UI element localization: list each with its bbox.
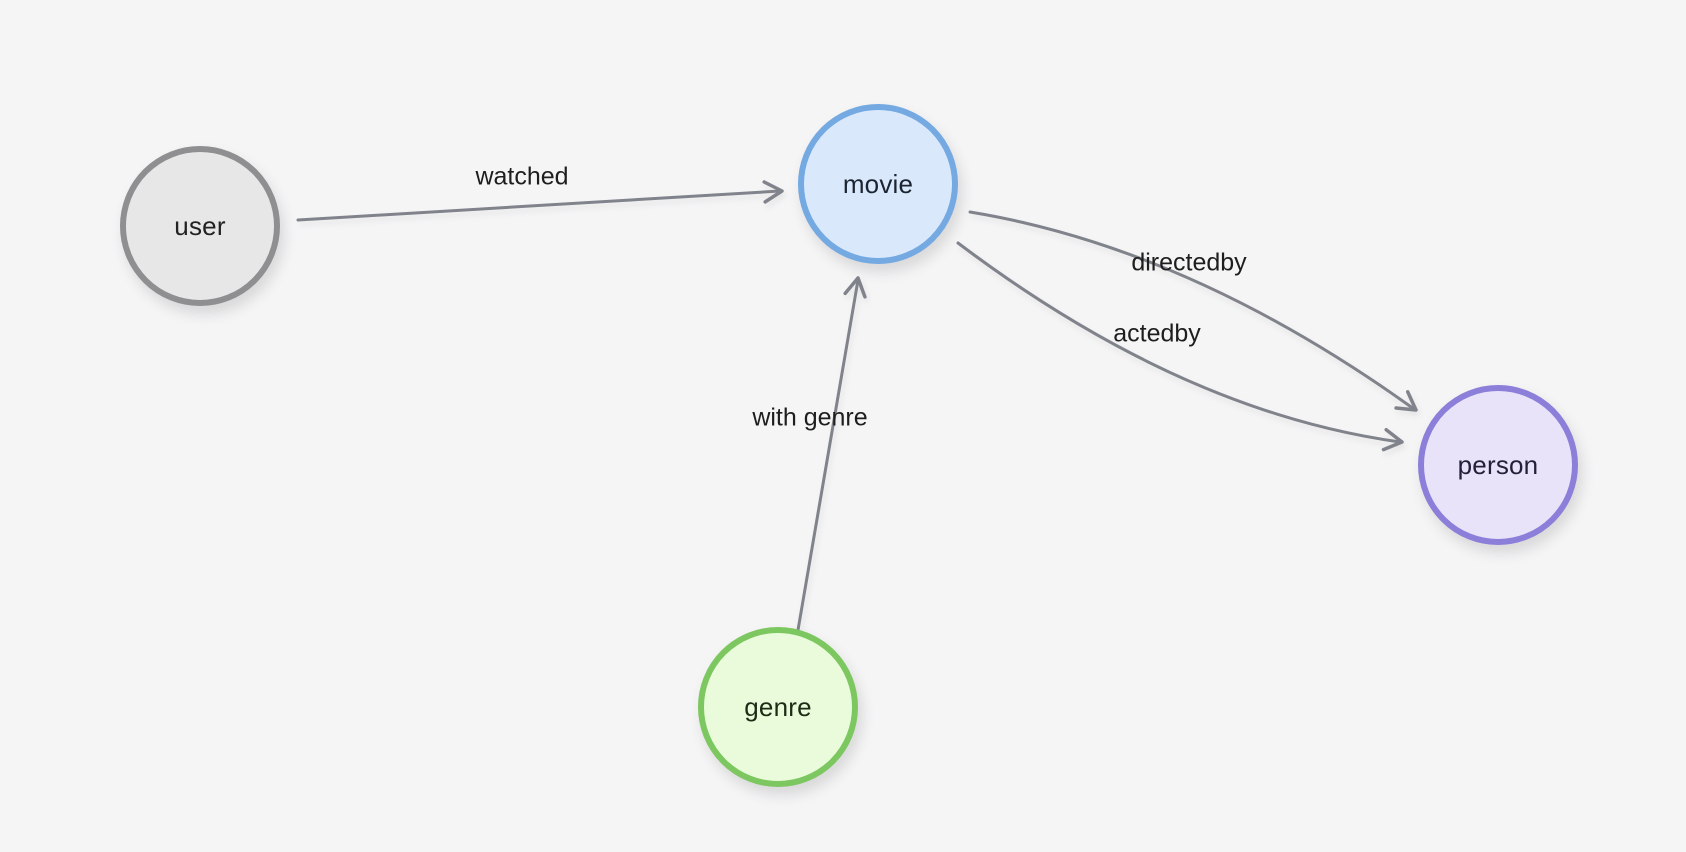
node-movie[interactable]: movie	[798, 104, 958, 264]
edge-label-actedby: actedby	[1113, 319, 1201, 348]
edge-watched[interactable]	[296, 189, 782, 222]
node-movie-label: movie	[842, 168, 914, 199]
edge-actedby[interactable]	[956, 241, 1402, 444]
edge-directedby-arrowhead-icon	[1394, 390, 1418, 412]
edge-with-genre[interactable]	[796, 278, 860, 632]
node-genre-label: genre	[744, 691, 812, 722]
edge-directedby[interactable]	[968, 210, 1416, 411]
node-person-label: person	[1457, 449, 1539, 480]
node-user[interactable]: user	[120, 146, 280, 306]
edge-watched-arrowhead-icon	[762, 180, 784, 204]
node-user-label: user	[174, 210, 226, 241]
edge-actedby-arrowhead-icon	[1381, 427, 1404, 452]
edge-with-genre-arrowhead-icon	[843, 276, 867, 299]
edge-label-with-genre: with genre	[752, 403, 868, 432]
node-person[interactable]: person	[1418, 385, 1578, 545]
edge-label-watched: watched	[475, 162, 569, 191]
node-genre[interactable]: genre	[698, 627, 858, 787]
edge-label-directedby: directedby	[1131, 248, 1247, 277]
